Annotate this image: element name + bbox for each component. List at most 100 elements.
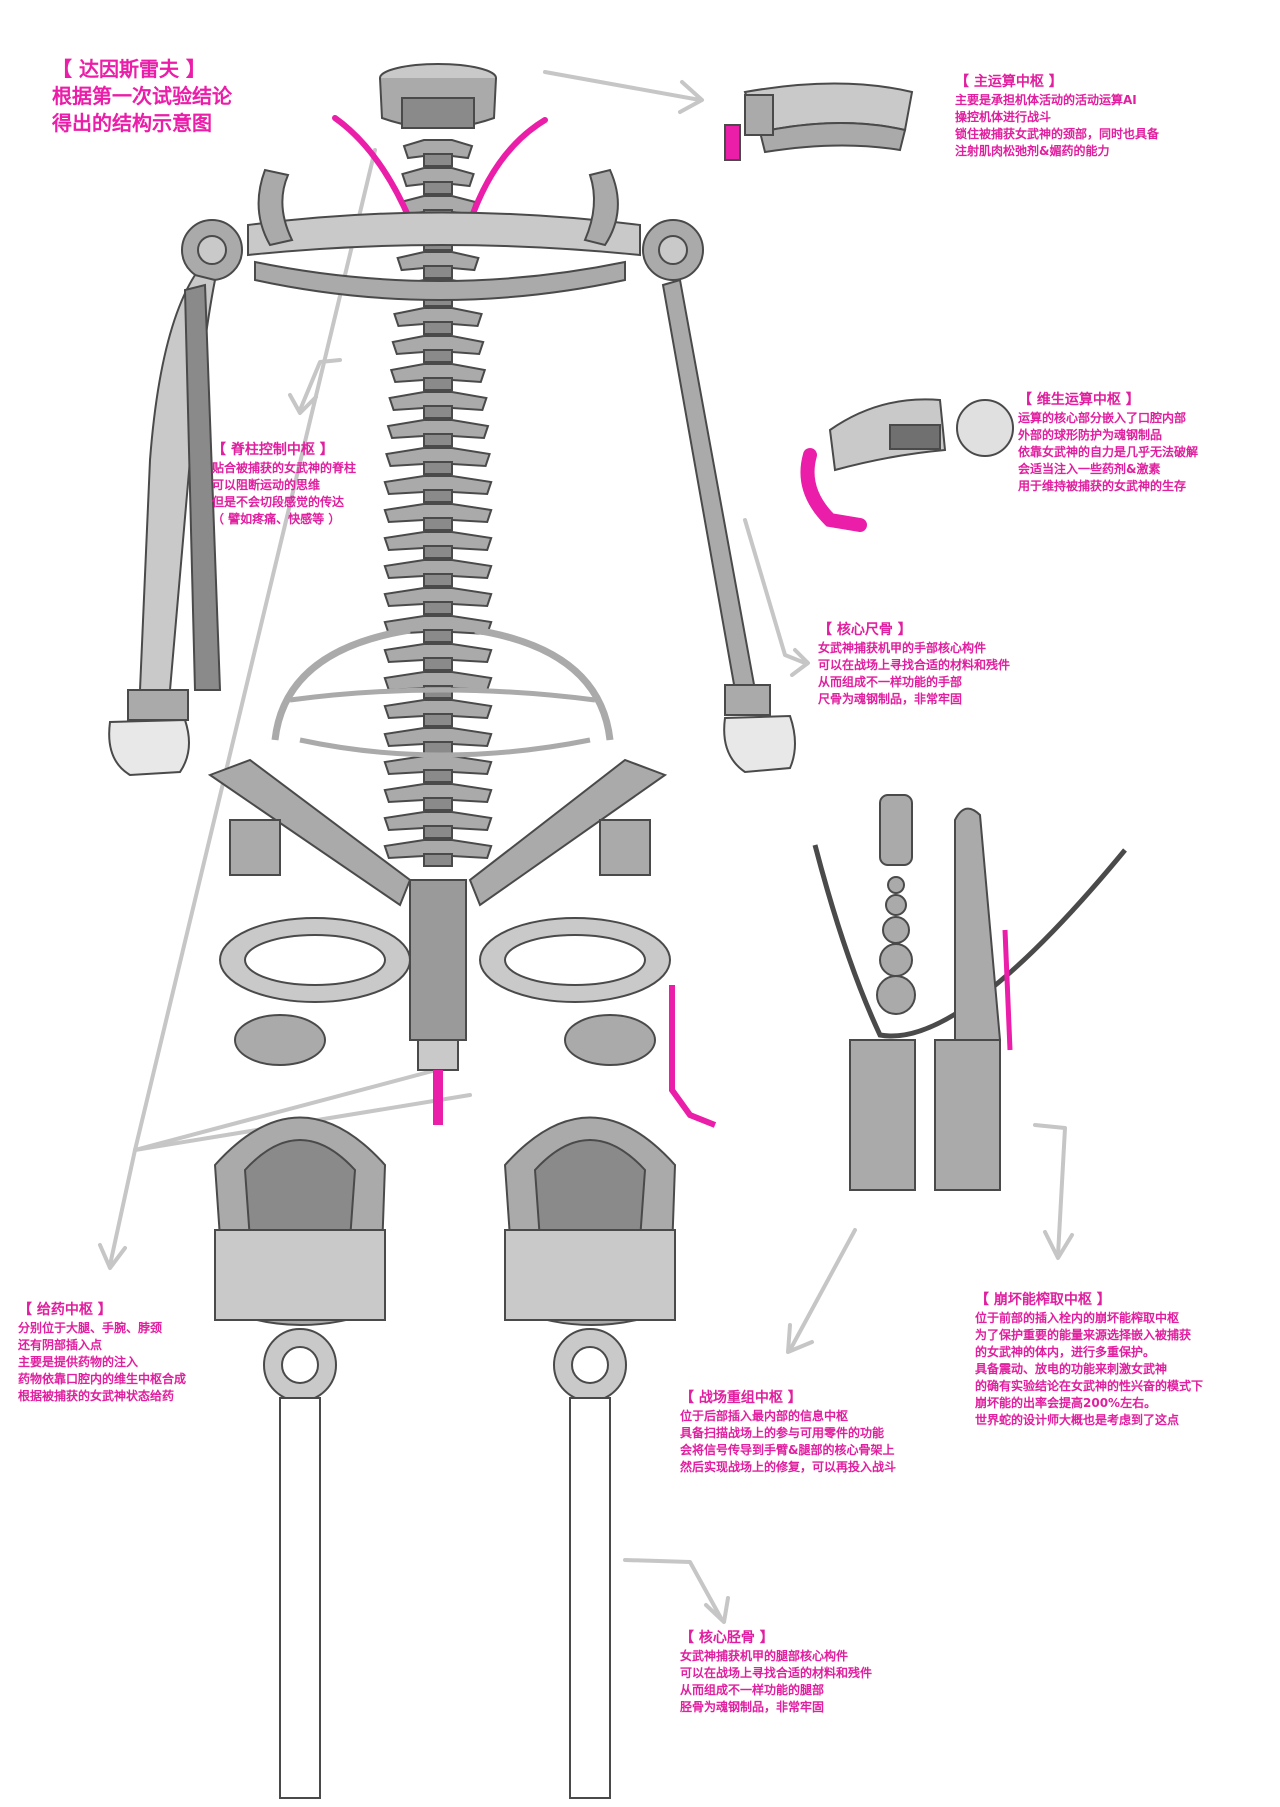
arrow-to-tibia <box>623 1558 724 1622</box>
drug-line-neck <box>133 148 377 1152</box>
vertebra-core <box>423 405 453 419</box>
vertebra-core <box>423 517 453 531</box>
arrow-to-tibia-head <box>704 1596 730 1624</box>
note-heading: 【 核心尺骨 】 <box>818 622 912 638</box>
vertebra-core <box>423 489 453 503</box>
note-heading: 【 主运算中枢 】 <box>955 74 1063 90</box>
vertebra-core <box>423 433 453 447</box>
note-line: 会将信号传导到手臂&腿部的核心骨架上 <box>680 1443 895 1457</box>
note-line: （ 譬如疼痛、快感等 ） <box>212 512 341 526</box>
note-heading: 【 核心胫骨 】 <box>680 1630 774 1646</box>
note-line: 依靠女武神的自力是几乎无法破解 <box>1018 445 1199 459</box>
note-line: 的确有实验结论在女武神的性兴奋的模式下 <box>975 1379 1204 1393</box>
note-line: 分别位于大腿、手腕、脖颈 <box>18 1321 163 1335</box>
note-drug: 【 给药中枢 】 分别位于大腿、手腕、脖颈 还有阴部插入点 主要是提供药物的注入… <box>18 1300 186 1405</box>
note-line: 具备扫描战场上的参与可用零件的功能 <box>680 1426 885 1440</box>
note-line: 还有阴部插入点 <box>18 1338 103 1352</box>
note-line: 外部的球形防护为魂钢制品 <box>1018 428 1163 442</box>
drug-line-thigh <box>133 1063 457 1152</box>
note-heading: 【 脊柱控制中枢 】 <box>212 442 334 458</box>
note-battlefield: 【 战场重组中枢 】 位于后部插入最内部的信息中枢 具备扫描战场上的参与可用零件… <box>680 1388 896 1476</box>
note-line: 可以在战场上寻找合适的材料和残件 <box>680 1666 873 1680</box>
left-arm <box>108 219 243 777</box>
note-line: 贴合被捕获的女武神的脊柱 <box>212 461 357 475</box>
note-line: 注射肌肉松弛剂&媚药的能力 <box>955 144 1110 158</box>
note-line: 用于维持被捕获的女武神的生存 <box>1018 479 1187 493</box>
neck-drug-lines <box>332 115 548 225</box>
note-line: 崩坏能的出率会提高200%左右。 <box>975 1396 1157 1410</box>
vertebra-core <box>423 741 453 755</box>
note-line: 可以阻断运动的思维 <box>212 478 321 492</box>
arrow-to-battlefield <box>788 1228 857 1352</box>
shoulder-bar <box>247 168 641 301</box>
note-line: 操控机体进行战斗 <box>955 110 1052 124</box>
arrow-to-main-cpu-head <box>678 80 704 114</box>
note-heading: 【 崩坏能榨取中枢 】 <box>975 1292 1111 1308</box>
honkai-extractor <box>812 794 1127 1191</box>
arrow-to-battlefield-head <box>786 1323 814 1354</box>
thigh-cuffs <box>219 917 671 1066</box>
thigh-drug-line <box>669 985 717 1128</box>
vertebra-core <box>423 377 453 391</box>
vertebra-core <box>423 321 453 335</box>
note-heading: 【 维生运算中枢 】 <box>1018 392 1140 408</box>
vertebra-core <box>423 349 453 363</box>
note-line: 的女武神的体内，进行多重保护。 <box>975 1345 1156 1359</box>
vertebra-core <box>423 797 453 811</box>
note-heading: 【 给药中枢 】 <box>18 1302 112 1318</box>
vertebra-core <box>423 265 453 279</box>
vertebra-core <box>423 153 453 167</box>
note-line: 可以在战场上寻找合适的材料和残件 <box>818 658 1011 672</box>
right-arm <box>642 219 796 774</box>
note-ulna: 【 核心尺骨 】 女武神捕获机甲的手部核心构件 可以在战场上寻找合适的材料和残件… <box>818 620 1010 708</box>
note-line: 胫骨为魂钢制品，非常牢固 <box>680 1700 825 1714</box>
life-support-gag <box>800 398 1014 532</box>
note-line: 世界蛇的设计师大概也是考虑到了这点 <box>975 1413 1180 1427</box>
spine-plug-tip <box>433 1070 443 1125</box>
note-line: 位于后部插入最内部的信息中枢 <box>680 1409 849 1423</box>
arrow-to-ulna-head <box>790 648 810 677</box>
diagram-title: 【 达因斯雷夫 】 根据第一次试验结论 得出的结构示意图 <box>52 56 232 137</box>
note-main-cpu: 【 主运算中枢 】 主要是承担机体活动的活动运算AI 操控机体进行战斗 锁住被捕… <box>955 72 1159 160</box>
vertebra-core <box>423 769 453 783</box>
note-tibia: 【 核心胫骨 】 女武神捕获机甲的腿部核心构件 可以在战场上寻找合适的材料和残件… <box>680 1628 872 1716</box>
vertebra-core <box>423 825 453 839</box>
drug-arrow-down <box>108 1148 137 1267</box>
note-line: 主要是提供药物的注入 <box>18 1355 139 1369</box>
right-leg <box>503 1116 677 1799</box>
note-line: 运算的核心部分嵌入了口腔内部 <box>1018 411 1187 425</box>
hip-cage <box>271 626 614 758</box>
note-life-support: 【 维生运算中枢 】 运算的核心部分嵌入了口腔内部 外部的球形防护为魂钢制品 依… <box>1018 390 1198 495</box>
title-line-2: 根据第一次试验结论 <box>52 84 232 108</box>
note-line: 会适当注入一些药剂&激素 <box>1018 462 1161 476</box>
note-line: 从而组成不一样功能的手部 <box>818 675 963 689</box>
vertebra-core <box>423 629 453 643</box>
note-line: 为了保护重要的能量来源选择嵌入被捕获 <box>975 1328 1192 1342</box>
title-line-3: 得出的结构示意图 <box>52 111 212 135</box>
note-line: 女武神捕获机甲的手部核心构件 <box>818 641 987 655</box>
vertebra-core <box>423 853 453 867</box>
note-honkai: 【 崩坏能榨取中枢 】 位于前部的插入栓内的崩坏能榨取中枢 为了保护重要的能量来… <box>975 1290 1203 1429</box>
note-line: 主要是承担机体活动的活动运算AI <box>955 93 1137 107</box>
vertebra-core <box>423 181 453 195</box>
arrow-to-spine-head <box>288 393 318 415</box>
main-cpu-collar <box>724 82 914 161</box>
vertebra-core <box>423 601 453 615</box>
vertebra-core <box>423 713 453 727</box>
vertebra-core <box>423 461 453 475</box>
arrow-to-honkai-head <box>1043 1230 1074 1260</box>
vertebra-core <box>423 573 453 587</box>
vertebra-core <box>423 657 453 671</box>
note-line: 根据被捕获的女武神状态给药 <box>18 1389 175 1403</box>
note-heading: 【 战场重组中枢 】 <box>680 1390 802 1406</box>
arrow-to-main-cpu <box>543 70 702 102</box>
title-line-1: 【 达因斯雷夫 】 <box>52 57 206 81</box>
note-line: 尺骨为魂钢制品，非常牢固 <box>818 692 963 706</box>
note-line: 位于前部的插入栓内的崩坏能榨取中枢 <box>975 1311 1180 1325</box>
note-line: 但是不会切段感觉的传达 <box>212 495 345 509</box>
note-spine: 【 脊柱控制中枢 】 贴合被捕获的女武神的脊柱 可以阻断运动的思维 但是不会切段… <box>212 440 356 528</box>
pelvis <box>207 758 668 907</box>
arrow-to-spine <box>298 358 342 412</box>
note-line: 药物依靠口腔内的维生中枢合成 <box>18 1372 187 1386</box>
